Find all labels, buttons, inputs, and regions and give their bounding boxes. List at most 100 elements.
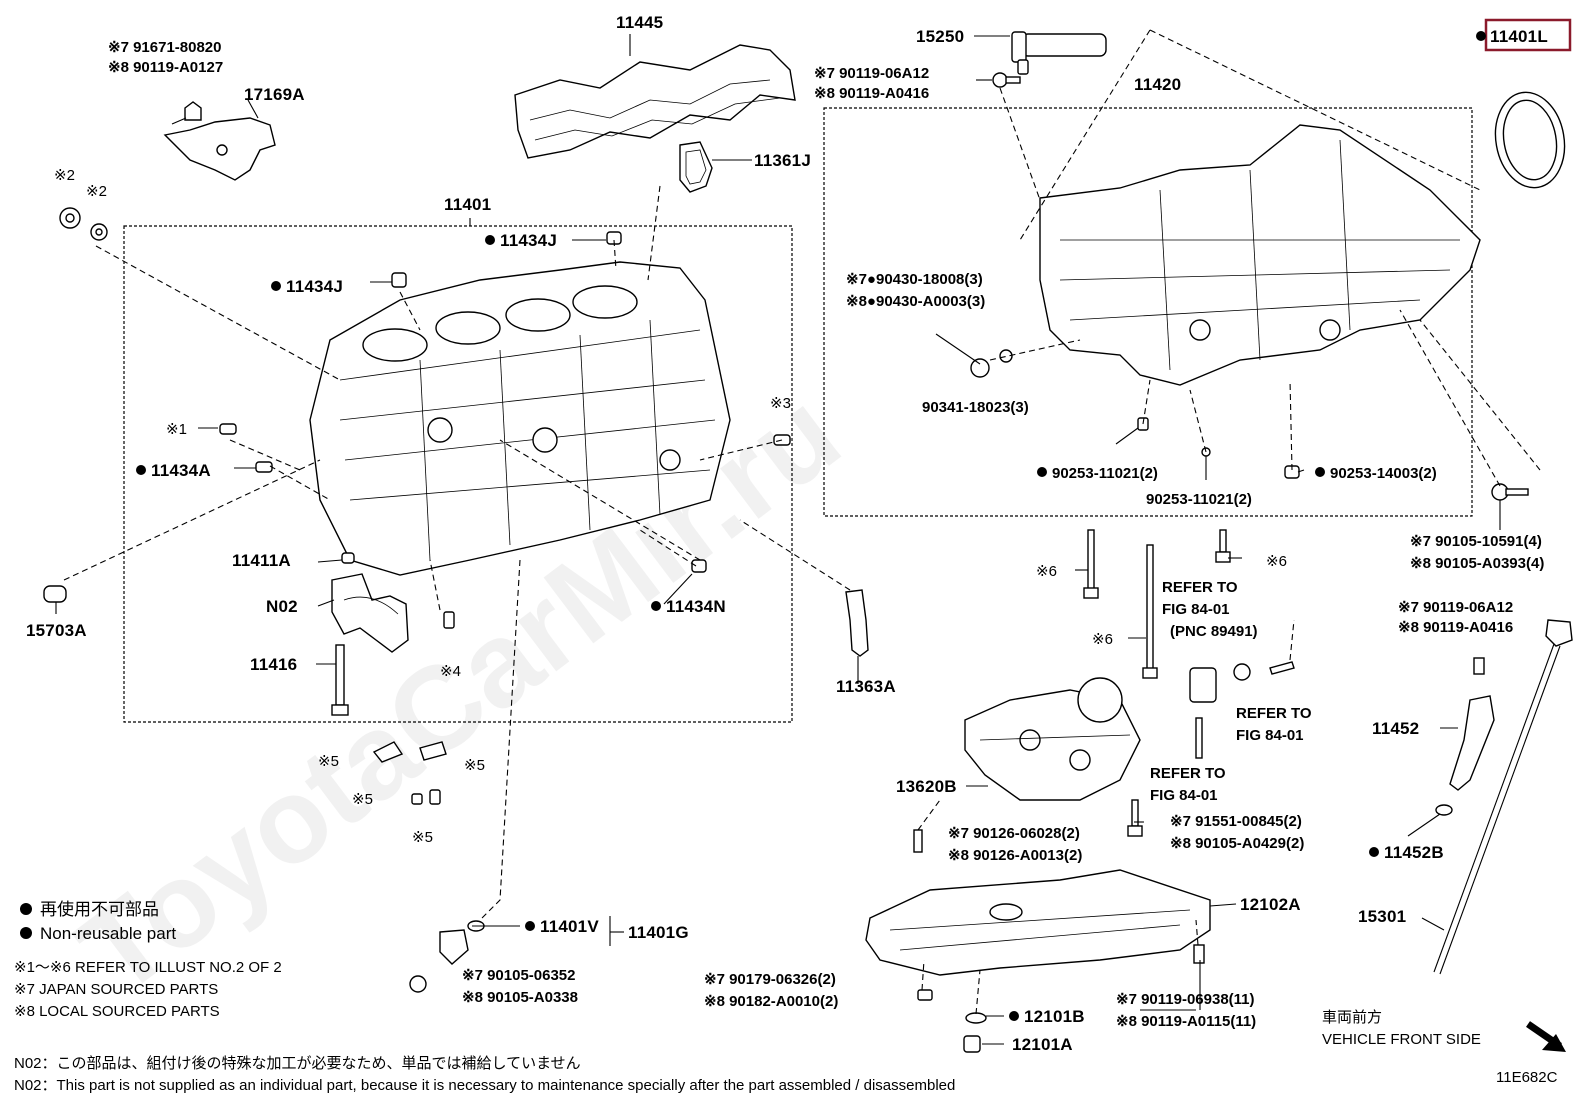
- label-15301[interactable]: 15301: [1358, 907, 1406, 926]
- callout-90105-10591[interactable]: ※7 90105-10591(4): [1410, 533, 1542, 550]
- oil-pan-12102A-illustration[interactable]: [865, 869, 1211, 976]
- bolt-90105-10591-illustration[interactable]: [1491, 483, 1529, 501]
- cylinder-block-illustration[interactable]: [309, 261, 731, 576]
- callout-90119-06A12-top[interactable]: ※7 90119-06A12: [814, 65, 929, 82]
- label-11401V[interactable]: 11401V: [540, 917, 599, 936]
- ref-mark-2b: ※2: [86, 183, 107, 200]
- legend-note-7: ※7 JAPAN SOURCED PARTS: [14, 981, 218, 998]
- refer-3-line-1[interactable]: REFER TO: [1150, 765, 1226, 782]
- label-11401L[interactable]: 11401L: [1490, 27, 1548, 46]
- refer-2-line-1[interactable]: REFER TO: [1236, 705, 1312, 722]
- ref-mark-5a: ※5: [318, 753, 339, 770]
- dowel-pins-illustration[interactable]: [219, 231, 791, 629]
- label-11363A[interactable]: 11363A: [836, 677, 896, 696]
- front-direction-arrow-icon: [1526, 1021, 1566, 1052]
- bolt-11416-illustration[interactable]: [331, 644, 349, 716]
- dipstick-15301-illustration[interactable]: [1433, 619, 1573, 975]
- bolt-15250-illustration[interactable]: [992, 72, 1021, 88]
- label-90341-18023[interactable]: 90341-18023(3): [922, 399, 1029, 416]
- label-11434J-left[interactable]: 11434J: [286, 277, 343, 296]
- gasket-11361J-illustration[interactable]: [679, 141, 713, 193]
- stud-bolts-ref6-illustration[interactable]: [1083, 529, 1231, 679]
- oil-seal-11401L-illustration[interactable]: [1488, 87, 1572, 193]
- label-11434A[interactable]: 11434A: [151, 461, 211, 480]
- callout-91671-80820[interactable]: ※7 91671-80820: [108, 39, 222, 56]
- label-15250[interactable]: 15250: [916, 27, 964, 46]
- label-11434N[interactable]: 11434N: [666, 597, 726, 616]
- label-11420[interactable]: 11420: [1134, 75, 1181, 94]
- bearing-cap-N02-illustration[interactable]: [331, 573, 409, 653]
- pump-fasteners-illustration[interactable]: [913, 799, 1143, 853]
- callout-90119-A0115[interactable]: ※8 90119-A0115(11): [1116, 1013, 1256, 1030]
- insulator-11445-illustration[interactable]: [514, 44, 796, 159]
- refer-2-line-2[interactable]: FIG 84-01: [1236, 727, 1304, 744]
- callout-90119-A0127[interactable]: ※8 90119-A0127: [108, 59, 223, 76]
- ref-mark-4: ※4: [440, 663, 461, 680]
- bracket-17169A-illustration[interactable]: [163, 101, 276, 181]
- label-N02[interactable]: N02: [266, 597, 298, 616]
- label-17169A[interactable]: 17169A: [244, 85, 305, 104]
- callout-90105-A0429[interactable]: ※8 90105-A0429(2): [1170, 835, 1304, 852]
- callout-90179-06326[interactable]: ※7 90179-06326(2): [704, 971, 836, 988]
- refer-1-line-1[interactable]: REFER TO: [1162, 579, 1238, 596]
- ref-mark-6a: ※6: [1036, 563, 1057, 580]
- leader-lines: [55, 29, 1541, 1045]
- footer: N02：この部品は、組付け後の特殊な加工が必要なため、単品では補給していません …: [14, 1055, 1558, 1094]
- label-11416[interactable]: 11416: [250, 655, 297, 674]
- refer-1-line-2[interactable]: FIG 84-01: [1162, 601, 1230, 618]
- ref-mark-5b: ※5: [464, 757, 485, 774]
- callout-90105-A0338[interactable]: ※8 90105-A0338: [462, 989, 578, 1006]
- callout-90105-A0393[interactable]: ※8 90105-A0393(4): [1410, 555, 1544, 572]
- label-11361J[interactable]: 11361J: [754, 151, 811, 170]
- small-fittings-ref5-illustration[interactable]: [372, 741, 447, 805]
- callout-90119-06A12[interactable]: ※7 90119-06A12: [1398, 599, 1513, 616]
- footer-n02-en: N02：This part is not supplied as an indi…: [14, 1077, 955, 1094]
- label-90253-11021-b[interactable]: 90253-11021(2): [1146, 491, 1252, 508]
- callout-90126-A0013[interactable]: ※8 90126-A0013(2): [948, 847, 1082, 864]
- label-11452[interactable]: 11452: [1372, 719, 1419, 738]
- illustration-code: 11E682C: [1496, 1069, 1558, 1086]
- label-11452B[interactable]: 11452B: [1384, 843, 1444, 862]
- plug-15703A-illustration[interactable]: [43, 585, 67, 603]
- callout-90119-A0416-top[interactable]: ※8 90119-A0416: [814, 85, 929, 102]
- label-11434J-top[interactable]: 11434J: [500, 231, 557, 250]
- callout-90182-A0010[interactable]: ※8 90182-A0010(2): [704, 993, 838, 1010]
- sensor-11401V-illustration[interactable]: [409, 920, 485, 993]
- label-11401[interactable]: 11401: [444, 195, 491, 214]
- refer-fig-parts-illustration[interactable]: [1189, 661, 1295, 759]
- non-reusable-mark: [1476, 31, 1486, 41]
- refer-3-line-2[interactable]: FIG 84-01: [1150, 787, 1218, 804]
- bolt-callouts: ※7 91671-80820 ※8 90119-A0127 ※7 90119-0…: [108, 39, 1544, 1030]
- callout-90105-06352[interactable]: ※7 90105-06352: [462, 967, 576, 984]
- dipstick-guide-11452-illustration[interactable]: [1435, 657, 1495, 816]
- callout-90119-A0416[interactable]: ※8 90119-A0416: [1398, 619, 1513, 636]
- label-13620B[interactable]: 13620B: [896, 777, 957, 796]
- valve-15250-illustration[interactable]: [1011, 31, 1107, 75]
- hose-11363A-illustration[interactable]: [845, 589, 869, 657]
- ref-mark-3: ※3: [770, 395, 791, 412]
- label-12102A[interactable]: 12102A: [1240, 895, 1301, 914]
- callout-90119-06938[interactable]: ※7 90119-06938(11): [1116, 991, 1255, 1008]
- label-11445[interactable]: 11445: [616, 13, 663, 32]
- callout-90126-06028[interactable]: ※7 90126-06028(2): [948, 825, 1080, 842]
- crankcase-11420-illustration[interactable]: [1039, 124, 1481, 386]
- direction-en: VEHICLE FRONT SIDE: [1322, 1031, 1481, 1048]
- callout-90430-A0003[interactable]: ※8●90430-A0003(3): [846, 293, 985, 310]
- label-90253-14003[interactable]: 90253-14003(2): [1330, 465, 1437, 482]
- crankcase-fasteners-illustration[interactable]: [970, 349, 1300, 479]
- label-15703A[interactable]: 15703A: [26, 621, 87, 640]
- ref-mark-5d: ※5: [412, 829, 433, 846]
- callout-91551-00845[interactable]: ※7 91551-00845(2): [1170, 813, 1302, 830]
- part-labels: 11445 15250 11401L 11420 17169A 11361J 1…: [26, 13, 1572, 1054]
- oil-pump-13620B-illustration[interactable]: [964, 677, 1141, 801]
- plug-left-illustration[interactable]: [59, 207, 108, 241]
- callout-90430-18008[interactable]: ※7●90430-18008(3): [846, 271, 983, 288]
- label-11401G[interactable]: 11401G: [628, 923, 689, 942]
- label-90253-11021-a[interactable]: 90253-11021(2): [1052, 465, 1158, 482]
- label-12101B[interactable]: 12101B: [1024, 1007, 1085, 1026]
- label-11411A[interactable]: 11411A: [232, 551, 291, 570]
- refer-1-line-3[interactable]: (PNC 89491): [1170, 623, 1258, 640]
- label-12101A[interactable]: 12101A: [1012, 1035, 1073, 1054]
